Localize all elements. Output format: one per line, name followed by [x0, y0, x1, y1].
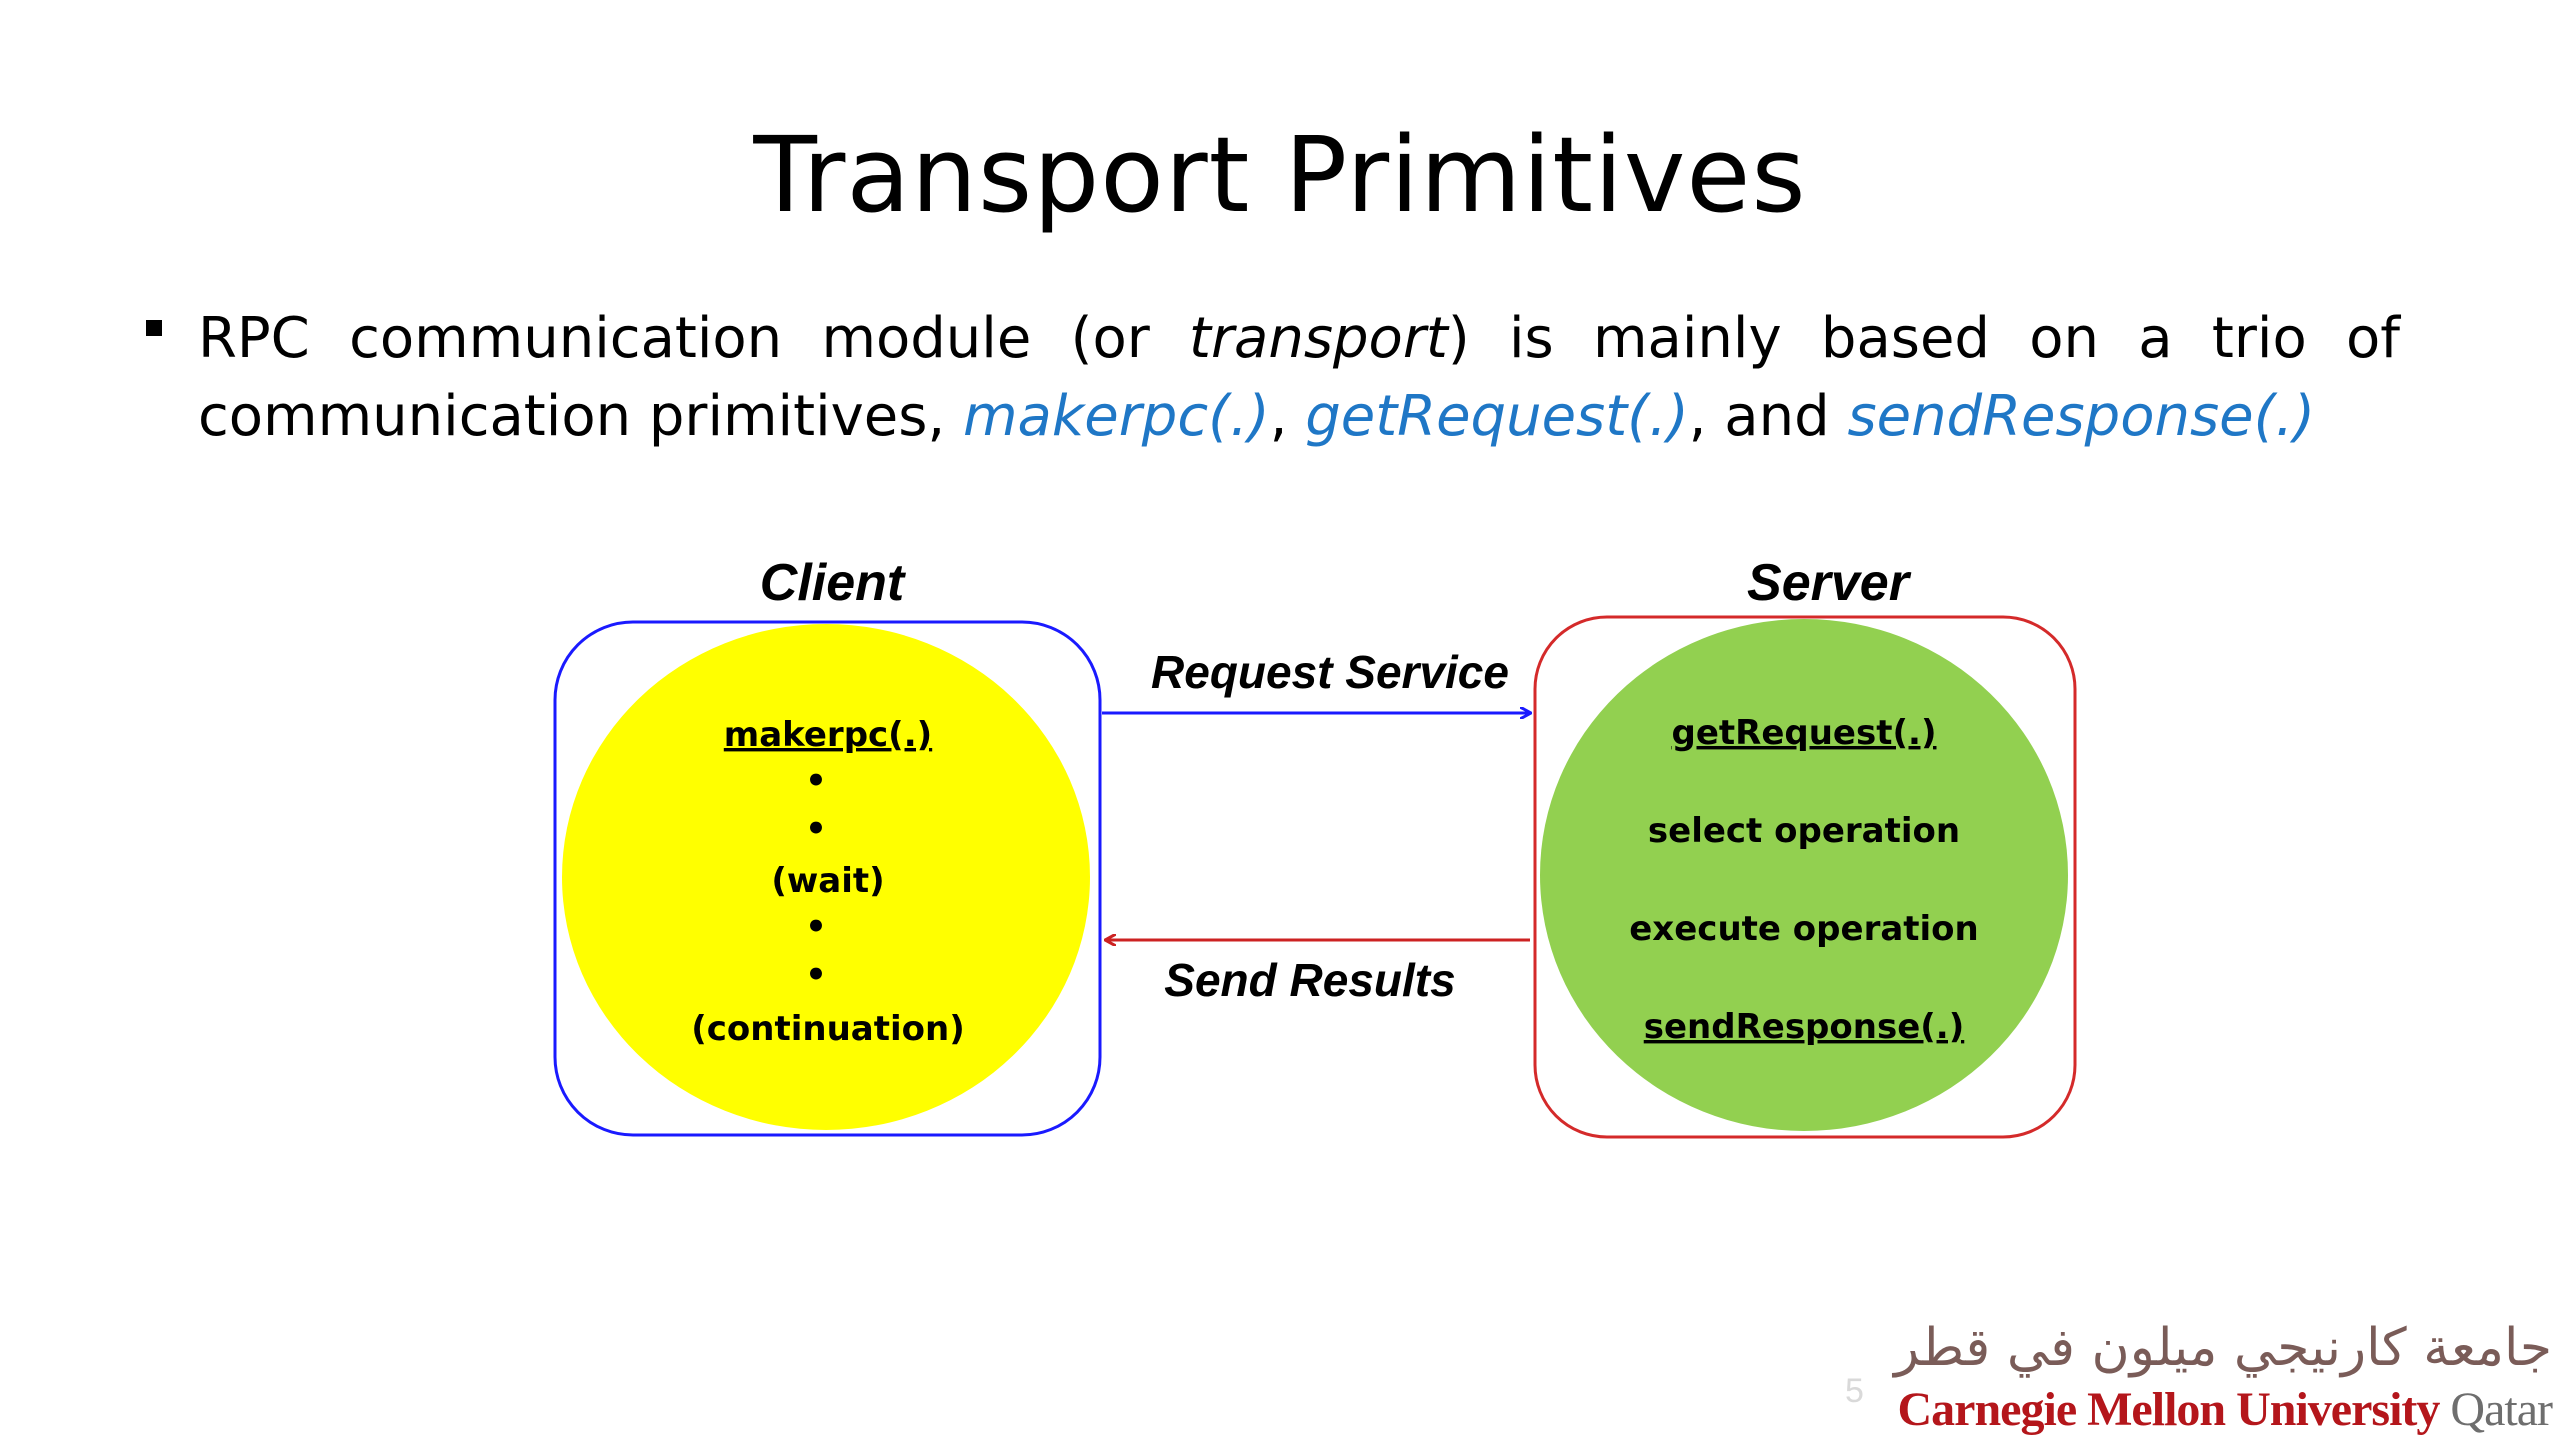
bullet-text-part2: ) is mainly based on a trio of communica… [198, 306, 2400, 449]
server-circle [1540, 619, 2068, 1131]
client-dot-4: • [805, 955, 827, 995]
server-select: select operation [1648, 811, 1960, 851]
server-getrequest: getRequest(.) [1672, 713, 1937, 753]
results-label: Send Results [1164, 954, 1455, 1006]
logo-english-text: Carnegie Mellon University Qatar [1897, 1382, 2553, 1437]
server-sendresponse: sendResponse(.) [1644, 1007, 1965, 1047]
server-label: Server [1747, 554, 1912, 612]
client-dot-2: • [805, 809, 827, 849]
bullet-and: , and [1688, 384, 1848, 449]
bullet-makerpc: makerpc(.) [963, 384, 1270, 449]
bullet-text-transport: transport [1189, 306, 1448, 371]
page-number: 5 [1845, 1372, 1864, 1410]
logo-cmu: Carnegie Mellon University [1897, 1383, 2441, 1436]
client-dot-1: • [805, 761, 827, 801]
logo-qatar: Qatar [2439, 1383, 2553, 1436]
server-execute: execute operation [1629, 909, 1979, 949]
bullet-comma: , [1269, 384, 1306, 449]
slide-title: Transport Primitives [753, 114, 1807, 236]
bullet-text-part1: RPC communication module (or [198, 306, 1190, 371]
logo-arabic-text: جامعة كارنيجي ميلون في قطر [1894, 1318, 2552, 1378]
bullet-getrequest: getRequest(.) [1305, 384, 1689, 449]
bullet-text: RPC communication module (or transport) … [198, 300, 2400, 456]
client-circle [562, 624, 1090, 1130]
client-continuation: (continuation) [691, 1009, 965, 1049]
bullet-marker [146, 320, 162, 336]
client-makerpc: makerpc(.) [724, 715, 932, 755]
bullet-sendresponse: sendResponse(.) [1847, 384, 2316, 449]
request-label: Request Service [1151, 646, 1509, 698]
client-dot-3: • [805, 907, 827, 947]
client-label: Client [760, 554, 907, 612]
bullet-point: RPC communication module (or transport) … [146, 300, 2400, 456]
cmu-qatar-logo: جامعة كارنيجي ميلون في قطر Carnegie Mell… [1894, 1318, 2560, 1440]
client-wait: (wait) [771, 861, 884, 901]
